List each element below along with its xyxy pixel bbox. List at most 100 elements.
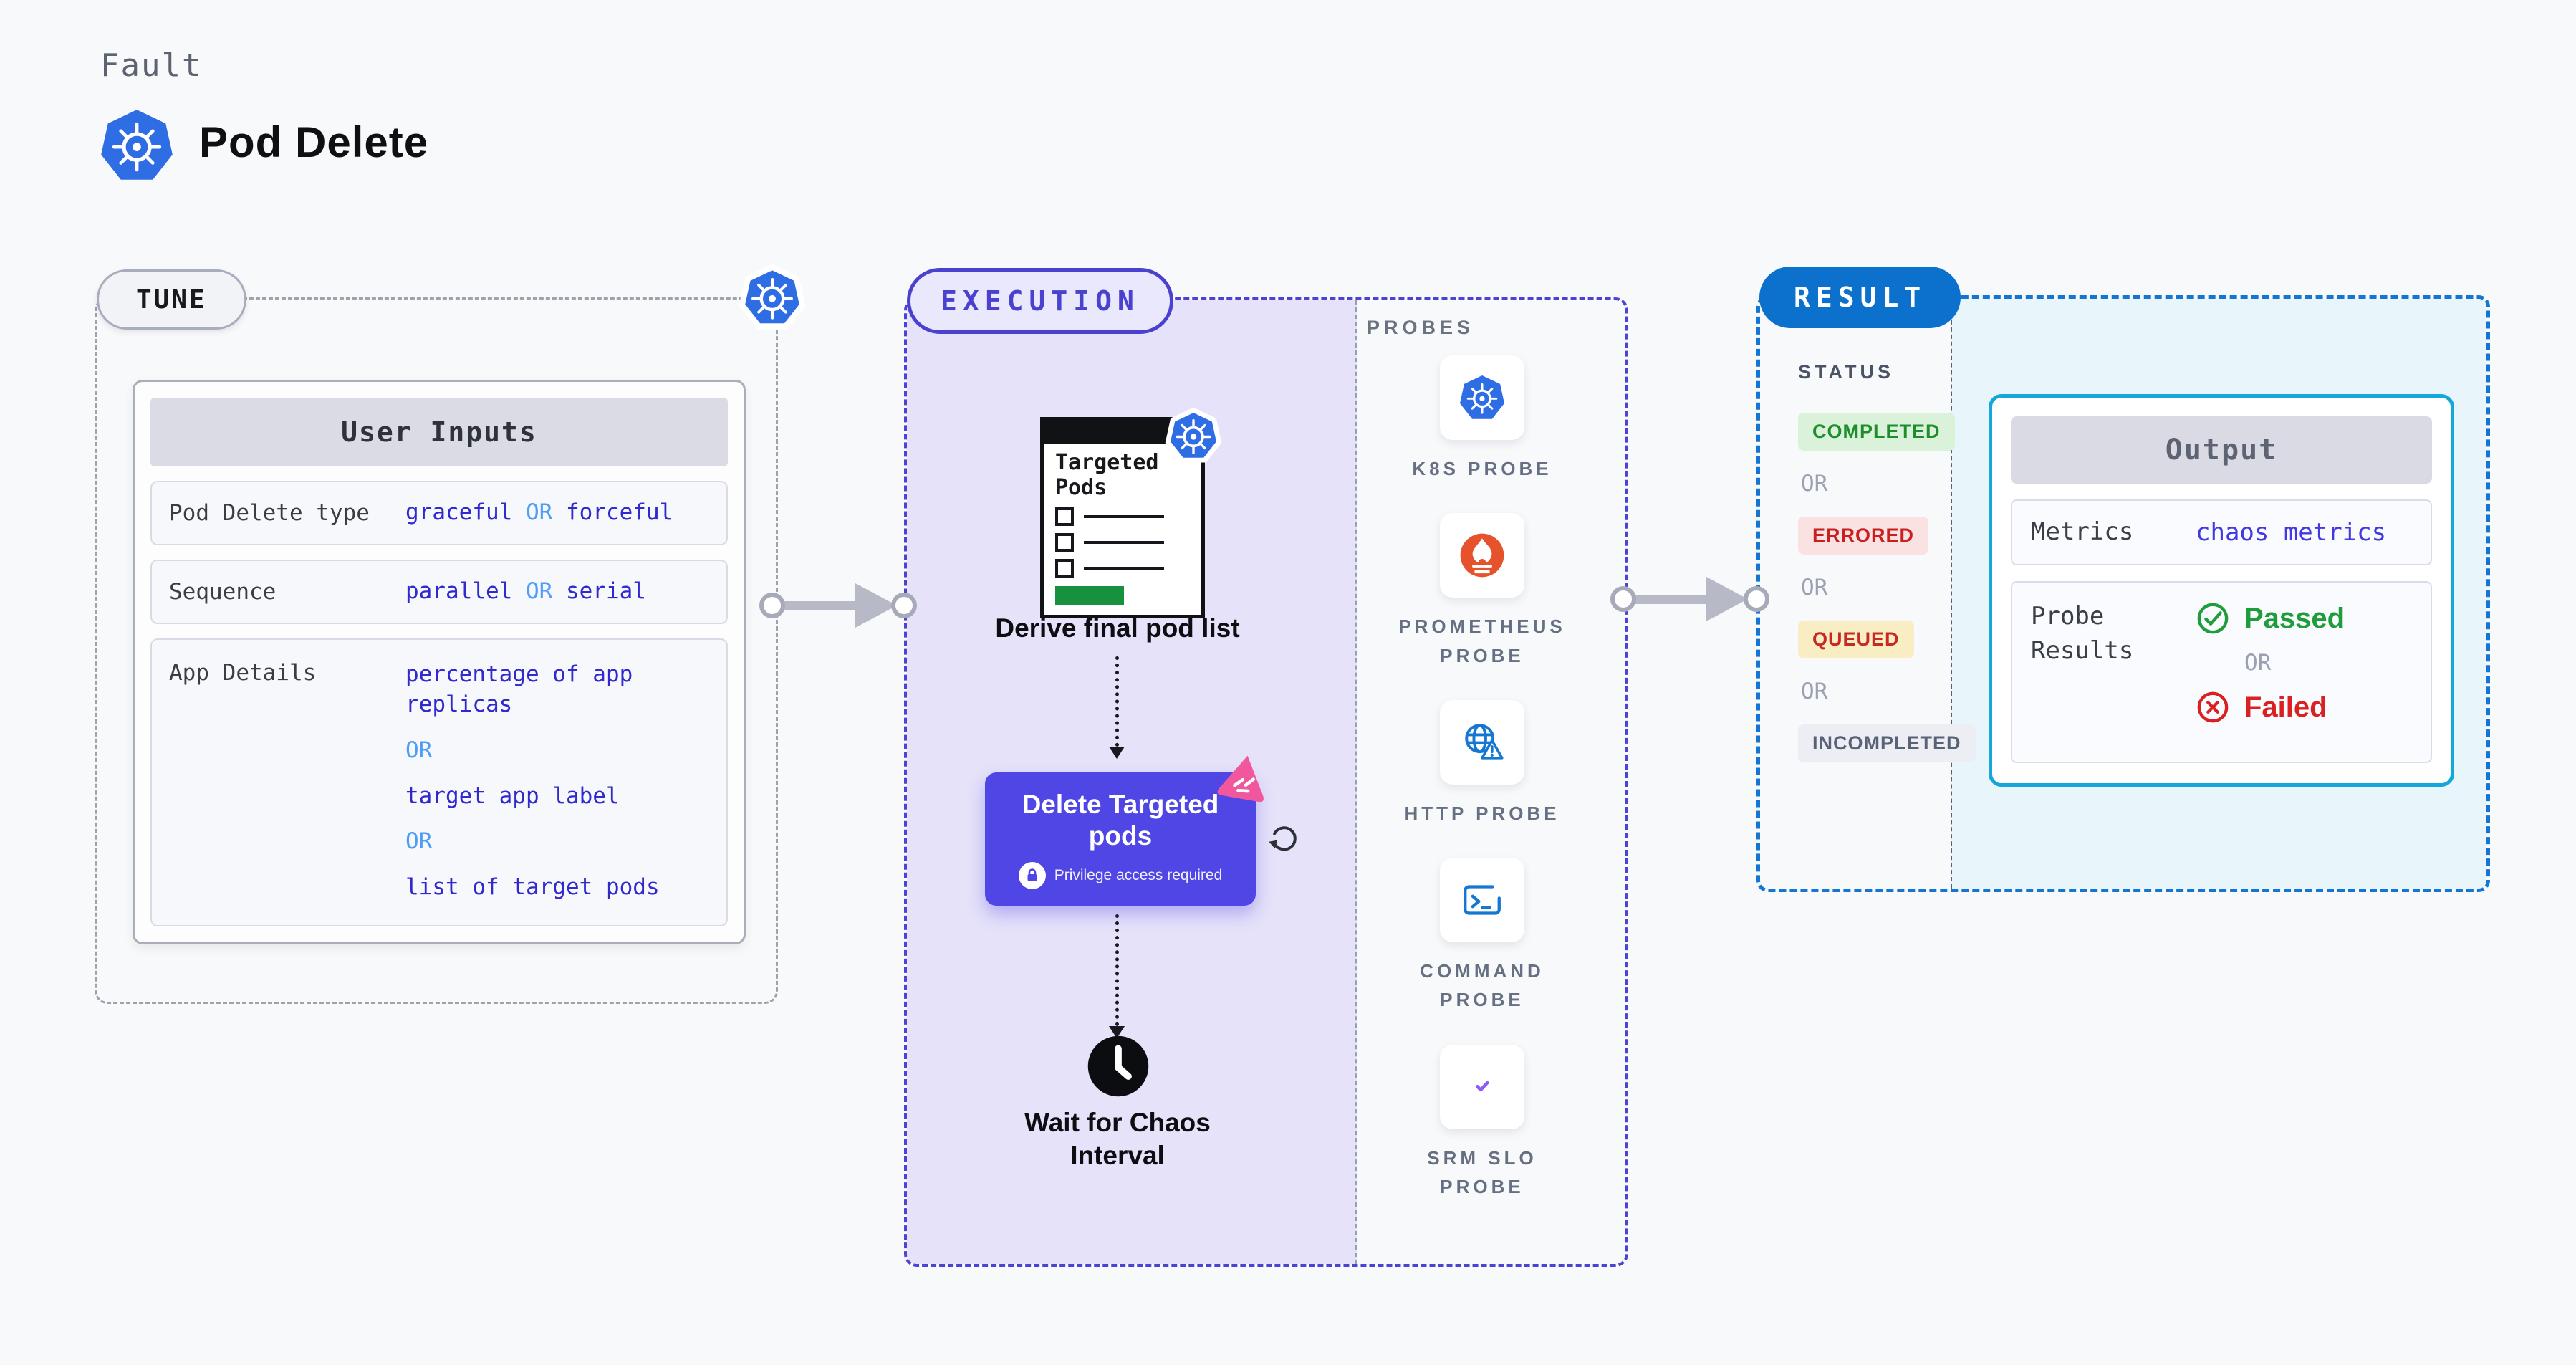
- connector-line: [774, 601, 855, 610]
- probe-name: COMMAND PROBE: [1420, 960, 1544, 1011]
- metrics-value: chaos metrics: [2196, 518, 2387, 547]
- privilege-note-label: Privilege access required: [1054, 867, 1223, 884]
- targeted-pods-title: Targeted Pods: [1055, 450, 1159, 500]
- probe-item-srm-slo: SRM SLO PROBE: [1391, 1044, 1574, 1202]
- list-line: [1084, 515, 1164, 518]
- value-option: forceful: [565, 499, 673, 526]
- user-inputs-title: User Inputs: [150, 398, 728, 466]
- user-inputs-card: User Inputs Pod Delete type graceful OR …: [133, 380, 746, 944]
- doc-body: Targeted Pods: [1044, 444, 1201, 615]
- or-label: OR: [525, 578, 553, 605]
- connector-node: [891, 593, 917, 618]
- or-label: OR: [1801, 471, 1828, 497]
- row-values: percentage of app replicas OR target app…: [405, 656, 709, 909]
- probe-item-http: HTTP PROBE: [1404, 699, 1560, 828]
- probe-results-label: Probe Results: [2031, 602, 2134, 665]
- lock-icon: [1018, 862, 1046, 890]
- value-option: percentage of app replicas: [405, 661, 633, 717]
- delete-targeted-pods-button: Delete Targeted pods Privilege access re…: [985, 772, 1256, 906]
- input-row-app-details: App Details percentage of app replicas O…: [150, 638, 728, 926]
- connector-arrowhead: [855, 583, 897, 628]
- probe-card: [1440, 858, 1524, 943]
- connector-node: [1610, 586, 1636, 612]
- flow-arrowhead: [1109, 1026, 1125, 1038]
- passed-line: Passed: [2196, 601, 2345, 636]
- kubernetes-icon: [99, 107, 175, 183]
- prometheus-icon: [1458, 532, 1506, 579]
- or-label: OR: [1801, 679, 1828, 704]
- value-option: target app label: [405, 782, 620, 809]
- probe-results-values: Passed OR Failed: [2196, 600, 2345, 744]
- wait-chaos-interval-label: Wait for Chaos Interval: [1024, 1108, 1211, 1171]
- or-label: OR: [405, 737, 433, 763]
- terminal-icon: [1458, 876, 1506, 924]
- status-heading: STATUS: [1798, 361, 1894, 383]
- connector-line: [1623, 595, 1706, 604]
- flow-arrowhead: [1109, 747, 1125, 759]
- failed-label: Failed: [2244, 691, 2327, 723]
- http-globe-icon: [1458, 719, 1506, 766]
- input-row-sequence: Sequence parallel OR serial: [150, 560, 728, 624]
- tune-section: [95, 297, 778, 1004]
- value-option: graceful: [405, 499, 513, 526]
- probe-item-k8s: K8S PROBE: [1412, 355, 1552, 483]
- flow-connector: [1115, 656, 1119, 747]
- row-values: graceful OR forceful: [405, 498, 709, 528]
- row-label: Sequence: [169, 579, 277, 605]
- checklist-row: [1055, 507, 1190, 526]
- probe-name: SRM SLO PROBE: [1427, 1146, 1537, 1198]
- metrics-label: Metrics: [2031, 517, 2134, 547]
- probe-card: [1439, 699, 1524, 785]
- row-values: parallel OR serial: [405, 577, 709, 607]
- list-line: [1084, 567, 1164, 570]
- page-title: Pod Delete: [199, 118, 429, 166]
- kubernetes-icon: [735, 260, 809, 335]
- execution-tag: EXECUTION: [907, 268, 1173, 334]
- value-option: list of target pods: [405, 874, 660, 901]
- or-label: OR: [405, 828, 433, 855]
- row-label: App Details: [169, 660, 317, 686]
- flow-connector: [1115, 914, 1119, 1026]
- value-option: serial: [565, 578, 646, 605]
- privilege-note: Privilege access required: [1018, 862, 1223, 890]
- output-title: Output: [2011, 416, 2432, 484]
- fault-kicker: Fault: [100, 47, 203, 84]
- status-badge-completed: COMPLETED: [1798, 413, 1955, 451]
- value-option: parallel: [405, 578, 513, 605]
- clock-icon: [1087, 1035, 1150, 1098]
- tune-tag: TUNE: [97, 269, 246, 330]
- probe-card: [1440, 1044, 1524, 1129]
- probe-name: PROMETHEUS PROBE: [1398, 616, 1566, 666]
- kubernetes-icon: [1458, 374, 1506, 421]
- probe-name: HTTP PROBE: [1404, 802, 1560, 824]
- connector-node: [1744, 586, 1769, 612]
- probes-heading: PROBES: [1367, 317, 1475, 338]
- metrics-row: Metrics chaos metrics: [2011, 499, 2432, 565]
- or-label: OR: [2244, 650, 2272, 676]
- targeted-pods-card: Targeted Pods: [1040, 417, 1205, 618]
- row-label: Pod Delete type: [169, 500, 370, 526]
- probe-name: K8S PROBE: [1412, 458, 1552, 479]
- status-badge-incompleted: INCOMPLETED: [1798, 724, 1976, 762]
- retry-icon: [1264, 820, 1304, 860]
- status-list: COMPLETED OR ERRORED OR QUEUED OR INCOMP…: [1798, 413, 1976, 762]
- probe-results-row: Probe Results Passed OR Failed: [2011, 581, 2432, 763]
- probe-card: [1440, 513, 1524, 598]
- checkbox-icon: [1055, 533, 1074, 552]
- output-card: Output Metrics chaos metrics Probe Resul…: [1989, 394, 2454, 787]
- or-label: OR: [525, 499, 553, 526]
- progress-bar: [1055, 586, 1124, 605]
- chaos-icon: [1212, 747, 1275, 810]
- status-badge-errored: ERRORED: [1798, 517, 1929, 555]
- passed-label: Passed: [2244, 602, 2345, 634]
- list-line: [1084, 541, 1164, 544]
- probe-item-prometheus: PROMETHEUS PROBE: [1391, 513, 1574, 670]
- status-badge-queued: QUEUED: [1798, 621, 1914, 658]
- probe-item-command: COMMAND PROBE: [1391, 858, 1574, 1015]
- check-circle-icon: [2196, 601, 2230, 636]
- checklist-row: [1055, 533, 1190, 552]
- checkbox-icon: [1055, 507, 1074, 526]
- kubernetes-icon: [1162, 404, 1225, 467]
- checkbox-icon: [1055, 559, 1074, 578]
- result-tag: RESULT: [1759, 267, 1961, 328]
